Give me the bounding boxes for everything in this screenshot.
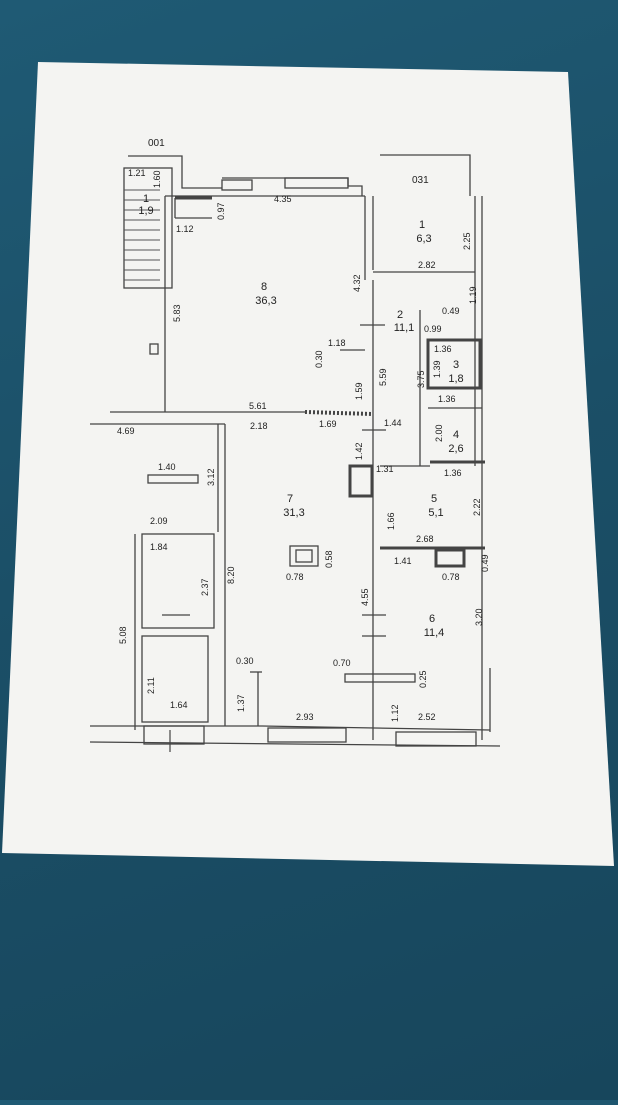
dimension-label: 2.37 xyxy=(200,578,210,596)
dimension-label: 2.93 xyxy=(296,712,314,722)
dimension-label: 1.64 xyxy=(170,700,188,710)
dimension-label: 3.75 xyxy=(416,370,426,388)
dimension-label: 0.78 xyxy=(286,572,304,582)
dimension-label: 5.59 xyxy=(378,368,388,386)
dimension-label: 1.40 xyxy=(158,462,176,472)
dimension-label: 1.59 xyxy=(354,382,364,400)
room-3-area: 1,8 xyxy=(448,373,463,385)
dimension-label: 0.58 xyxy=(324,550,334,568)
room-2-number: 2 xyxy=(397,309,403,321)
dimension-label: 1.19 xyxy=(468,286,478,304)
dimension-label: 4.69 xyxy=(117,426,135,436)
dimension-label: 2.25 xyxy=(462,232,472,250)
walls xyxy=(89,154,501,747)
dimension-label: 0.49 xyxy=(442,306,460,316)
sheet-id-right: 031 xyxy=(412,175,429,186)
room-3-number: 3 xyxy=(453,359,459,371)
room-8-number: 8 xyxy=(261,281,267,293)
dimension-label: 1.18 xyxy=(328,338,346,348)
dimension-label: 0.30 xyxy=(236,656,254,666)
dimension-label: 4.32 xyxy=(352,274,362,292)
stair-treads xyxy=(124,189,160,281)
room-5-area: 5,1 xyxy=(428,507,443,519)
sheet-id-left: 001 xyxy=(148,138,165,149)
dimension-label: 1.36 xyxy=(434,344,452,354)
dimension-label: 2.09 xyxy=(150,516,168,526)
dimension-label: 3.20 xyxy=(474,608,484,626)
room-8-area: 36,3 xyxy=(255,295,276,307)
dimension-label: 1.31 xyxy=(376,464,394,474)
dimension-label: 1.66 xyxy=(386,512,396,530)
dimension-label: 2.18 xyxy=(250,421,268,431)
dimension-label: 4.35 xyxy=(274,194,292,204)
dimension-label: 1.42 xyxy=(354,442,364,460)
dimension-label: 1.41 xyxy=(394,556,412,566)
room-6-number: 6 xyxy=(429,613,435,625)
room-6-area: 11,4 xyxy=(424,627,445,639)
door-ticks xyxy=(162,324,386,752)
dimension-label: 1.44 xyxy=(384,418,402,428)
room-4-number: 4 xyxy=(453,429,459,441)
room-4-area: 2,6 xyxy=(448,443,463,455)
dimension-label: 4.55 xyxy=(360,588,370,606)
room-7-number: 7 xyxy=(287,493,293,505)
dimension-label: 2.82 xyxy=(418,260,436,270)
dimension-label: 2.11 xyxy=(146,677,156,694)
dimension-label: 1.21 xyxy=(128,168,146,178)
dimension-label: 0.30 xyxy=(314,350,324,368)
dimension-label: 0.97 xyxy=(216,202,226,220)
dimension-label: 1.12 xyxy=(176,224,194,234)
room-2-area: 11,1 xyxy=(394,322,415,334)
dimension-label: 5.61 xyxy=(249,401,267,411)
dimension-label: 0.78 xyxy=(442,572,460,582)
dimension-label: 2.68 xyxy=(416,534,434,544)
dimension-label: 1.84 xyxy=(150,542,168,552)
dimension-label: 3.12 xyxy=(206,468,216,486)
dimension-label: 1.12 xyxy=(390,704,400,722)
dimension-label: 1.37 xyxy=(236,694,246,712)
dimension-label: 1.60 xyxy=(152,170,162,188)
room-1a-number: 1 xyxy=(143,193,149,205)
dimension-label: 2.00 xyxy=(434,424,444,442)
dimension-label: 1.36 xyxy=(438,394,456,404)
room-1b-number: 1 xyxy=(419,219,425,231)
dimension-label: 2.52 xyxy=(418,712,436,722)
dimension-labels: 1.21 1.60 0.97 1.12 4.35 5.83 4.32 0.30 … xyxy=(117,168,490,722)
room-7-area: 31,3 xyxy=(283,507,304,519)
dimension-label: 0.70 xyxy=(333,658,351,668)
dimension-label: 1.36 xyxy=(444,468,462,478)
dimension-label: 0.25 xyxy=(418,670,428,688)
room-1a-area: 1,9 xyxy=(138,205,153,217)
room-labels: 1 1,9 1 6,3 2 11,1 3 1,8 4 2,6 5 5,1 6 1… xyxy=(138,193,463,639)
dimension-label: 1.39 xyxy=(432,360,442,378)
paper-sheet xyxy=(2,62,614,866)
dimension-label: 0.49 xyxy=(480,554,490,572)
dimension-label: 0.99 xyxy=(424,324,442,334)
dimension-label: 5.08 xyxy=(118,626,128,644)
dimension-label: 1.69 xyxy=(319,419,337,429)
room-5-number: 5 xyxy=(431,493,437,505)
dimension-label: 5.83 xyxy=(172,304,182,322)
room-1b-area: 6,3 xyxy=(416,233,431,245)
dimension-label: 2.22 xyxy=(472,498,482,516)
dimension-label: 8.20 xyxy=(226,566,236,584)
